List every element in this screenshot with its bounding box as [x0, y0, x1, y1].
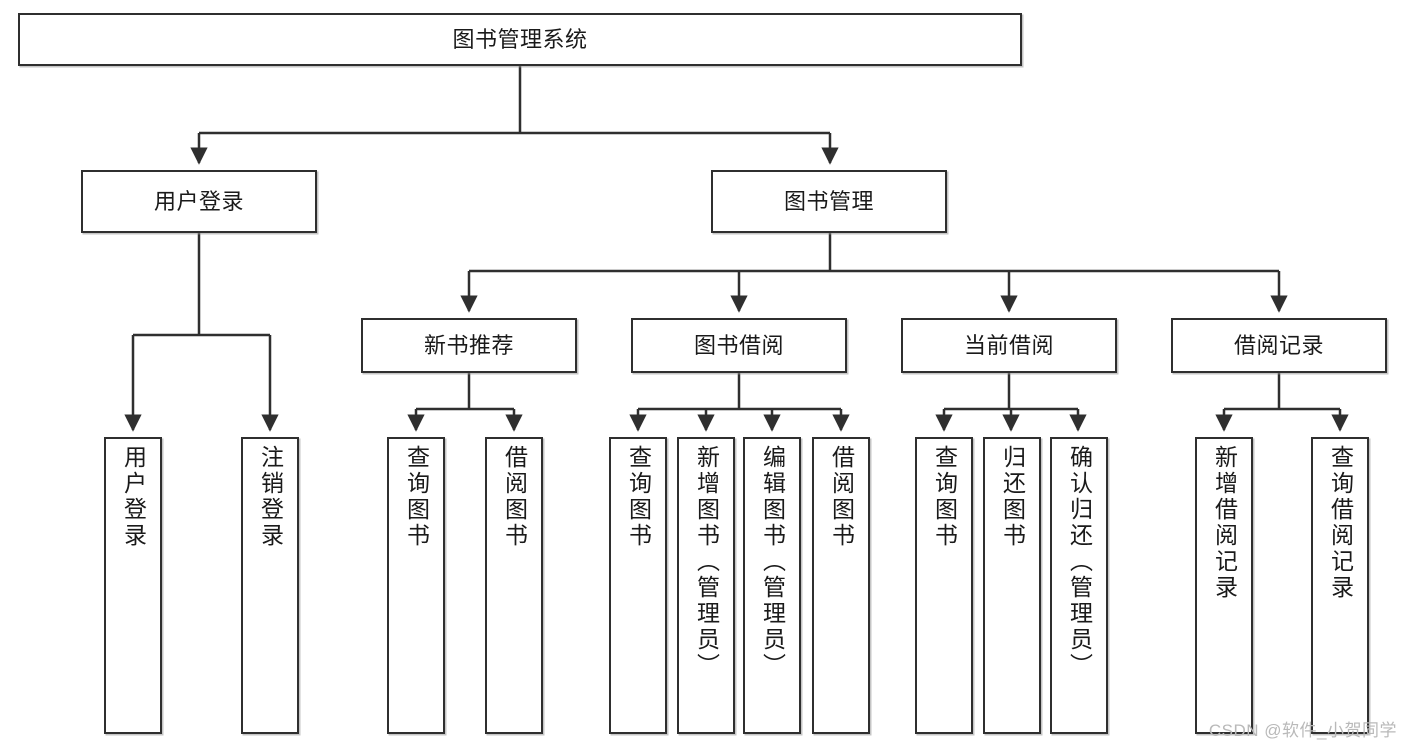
leaf-record-add-label: 新增借阅记录 — [1211, 445, 1238, 601]
leaf-record-query[interactable]: 查询借阅记录 — [1311, 437, 1369, 734]
leaf-borrow-add-book[interactable]: 新增图书（管理员） — [677, 437, 735, 734]
leaf-current-confirm-return[interactable]: 确认归还（管理员） — [1050, 437, 1108, 734]
node-root[interactable]: 图书管理系统 — [18, 13, 1022, 66]
leaf-current-query-book-label: 查询图书 — [931, 445, 958, 549]
node-book-management-label: 图书管理 — [783, 188, 874, 214]
node-borrow-record[interactable]: 借阅记录 — [1171, 318, 1387, 373]
leaf-current-confirm-return-label: 确认归还（管理员） — [1066, 445, 1093, 679]
leaf-borrow-edit-book-label: 编辑图书（管理员） — [759, 445, 786, 679]
leaf-borrow-query-book[interactable]: 查询图书 — [609, 437, 667, 734]
leaf-current-return-book[interactable]: 归还图书 — [983, 437, 1041, 734]
node-current-borrow-label: 当前借阅 — [963, 332, 1054, 358]
node-borrow-record-label: 借阅记录 — [1233, 332, 1324, 358]
node-book-borrow[interactable]: 图书借阅 — [631, 318, 847, 373]
leaf-new-book-borrow-label: 借阅图书 — [501, 445, 528, 549]
leaf-borrow-edit-book[interactable]: 编辑图书（管理员） — [743, 437, 801, 734]
node-book-management[interactable]: 图书管理 — [711, 170, 947, 233]
leaf-record-query-label: 查询借阅记录 — [1327, 445, 1354, 601]
leaf-borrow-query-book-label: 查询图书 — [625, 445, 652, 549]
node-book-borrow-label: 图书借阅 — [693, 332, 784, 358]
leaf-new-book-query[interactable]: 查询图书 — [387, 437, 445, 734]
leaf-logout[interactable]: 注销登录 — [241, 437, 299, 734]
node-current-borrow[interactable]: 当前借阅 — [901, 318, 1117, 373]
leaf-user-login[interactable]: 用户登录 — [104, 437, 162, 734]
leaf-borrow-book-label: 借阅图书 — [828, 445, 855, 549]
node-root-label: 图书管理系统 — [452, 26, 588, 52]
leaf-current-query-book[interactable]: 查询图书 — [915, 437, 973, 734]
node-user-login[interactable]: 用户登录 — [81, 170, 317, 233]
leaf-record-add[interactable]: 新增借阅记录 — [1195, 437, 1253, 734]
leaf-borrow-book[interactable]: 借阅图书 — [812, 437, 870, 734]
leaf-borrow-add-book-label: 新增图书（管理员） — [693, 445, 720, 679]
leaf-new-book-borrow[interactable]: 借阅图书 — [485, 437, 543, 734]
leaf-new-book-query-label: 查询图书 — [403, 445, 430, 549]
node-new-book-recommend-label: 新书推荐 — [423, 332, 514, 358]
node-new-book-recommend[interactable]: 新书推荐 — [361, 318, 577, 373]
leaf-current-return-book-label: 归还图书 — [999, 445, 1026, 549]
leaf-logout-label: 注销登录 — [257, 445, 284, 549]
node-user-login-label: 用户登录 — [153, 188, 244, 214]
watermark: CSDN @软件_小贺同学 — [1208, 721, 1397, 740]
leaf-user-login-label: 用户登录 — [120, 445, 147, 549]
